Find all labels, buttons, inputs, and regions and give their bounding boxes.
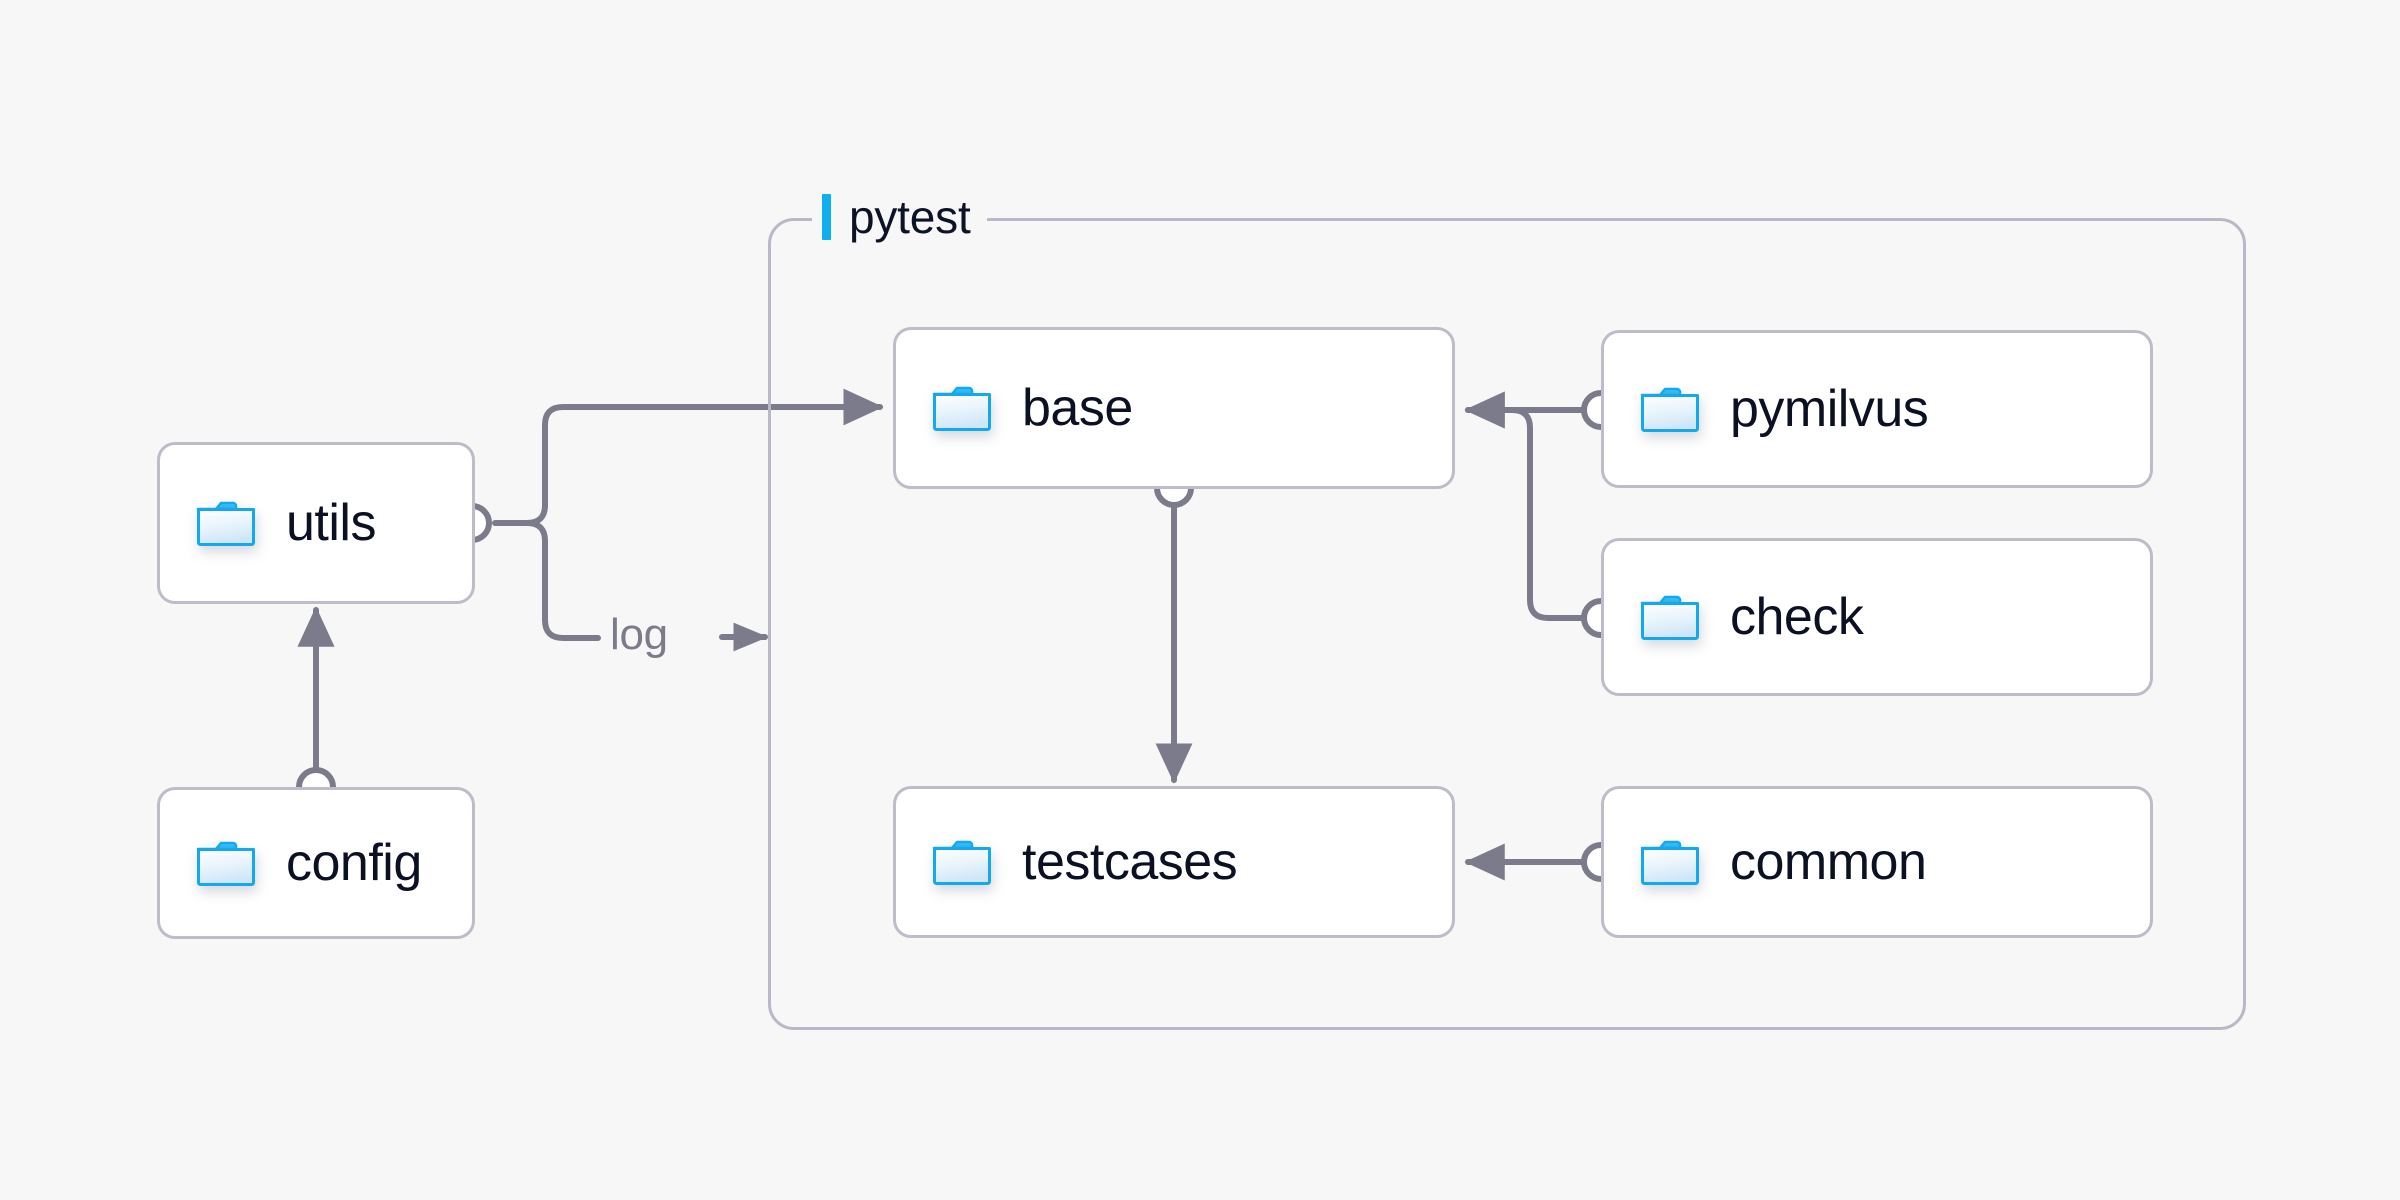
folder-icon [196, 839, 256, 887]
node-check[interactable]: check [1601, 538, 2153, 696]
node-utils[interactable]: utils [157, 442, 475, 604]
folder-icon [1640, 838, 1700, 886]
node-base-label: base [1022, 379, 1133, 437]
folder-icon [196, 499, 256, 547]
group-pytest-title: pytest [812, 186, 987, 248]
node-testcases[interactable]: testcases [893, 786, 1455, 938]
edge-utils-log [524, 520, 601, 641]
group-pytest-label: pytest [849, 191, 971, 243]
node-common[interactable]: common [1601, 786, 2153, 938]
node-base[interactable]: base [893, 327, 1455, 489]
node-pymilvus[interactable]: pymilvus [1601, 330, 2153, 488]
node-common-label: common [1730, 833, 1927, 891]
node-config[interactable]: config [157, 787, 475, 939]
node-check-label: check [1730, 588, 1864, 646]
folder-icon [1640, 385, 1700, 433]
node-config-label: config [286, 834, 422, 892]
node-utils-label: utils [286, 494, 376, 552]
edge-label-log: log [602, 613, 676, 657]
folder-icon [932, 384, 992, 432]
folder-icon [1640, 593, 1700, 641]
folder-icon [932, 838, 992, 886]
group-pytest [768, 218, 2246, 1030]
group-accent-bar [822, 194, 831, 240]
node-pymilvus-label: pymilvus [1730, 380, 1929, 438]
node-testcases-label: testcases [1022, 833, 1238, 891]
